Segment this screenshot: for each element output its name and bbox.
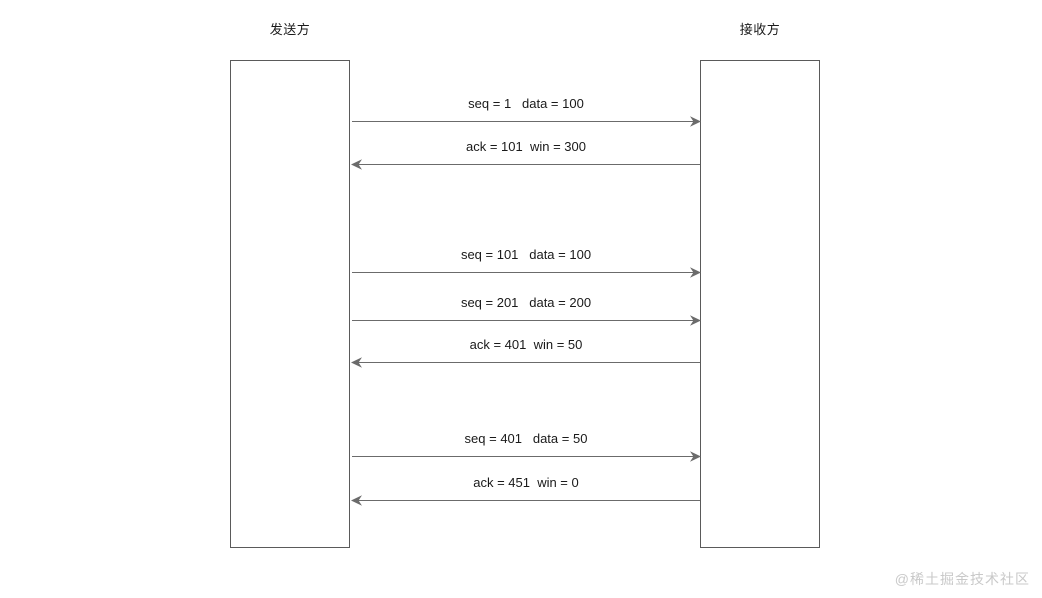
lifeline-box-receiver — [700, 60, 820, 548]
message-arrow: ack = 401 win = 50 — [351, 336, 700, 370]
lifeline-box-sender — [230, 60, 350, 548]
message-line — [352, 456, 700, 457]
message-label: ack = 451 win = 0 — [473, 475, 579, 490]
message-arrow: seq = 1 data = 100 — [352, 95, 701, 129]
message-arrow: seq = 401 data = 50 — [352, 430, 701, 464]
arrowhead-right-icon — [690, 267, 701, 278]
message-arrow: ack = 101 win = 300 — [351, 138, 700, 172]
message-label: seq = 101 data = 100 — [460, 247, 592, 262]
arrowhead-right-icon — [690, 315, 701, 326]
arrowhead-left-icon — [351, 159, 362, 170]
arrowhead-right-icon — [690, 451, 701, 462]
message-label: seq = 401 data = 50 — [464, 431, 588, 446]
message-label: seq = 1 data = 100 — [468, 96, 584, 111]
participant-label-sender: 发送方 — [269, 22, 311, 37]
arrowhead-left-icon — [351, 357, 362, 368]
message-line — [352, 272, 700, 273]
message-line — [352, 164, 700, 165]
message-line — [352, 500, 700, 501]
message-label: seq = 201 data = 200 — [460, 295, 592, 310]
message-line — [352, 121, 700, 122]
message-line — [352, 362, 700, 363]
arrowhead-right-icon — [690, 116, 701, 127]
message-arrow: seq = 201 data = 200 — [352, 294, 701, 328]
message-arrow: ack = 451 win = 0 — [351, 474, 700, 508]
participant-label-receiver: 接收方 — [739, 22, 781, 37]
message-label: ack = 401 win = 50 — [469, 337, 583, 352]
message-line — [352, 320, 700, 321]
watermark: @稀土掘金技术社区 — [894, 571, 1030, 587]
arrowhead-left-icon — [351, 495, 362, 506]
message-label: ack = 101 win = 300 — [466, 139, 586, 154]
message-arrow: seq = 101 data = 100 — [352, 246, 701, 280]
